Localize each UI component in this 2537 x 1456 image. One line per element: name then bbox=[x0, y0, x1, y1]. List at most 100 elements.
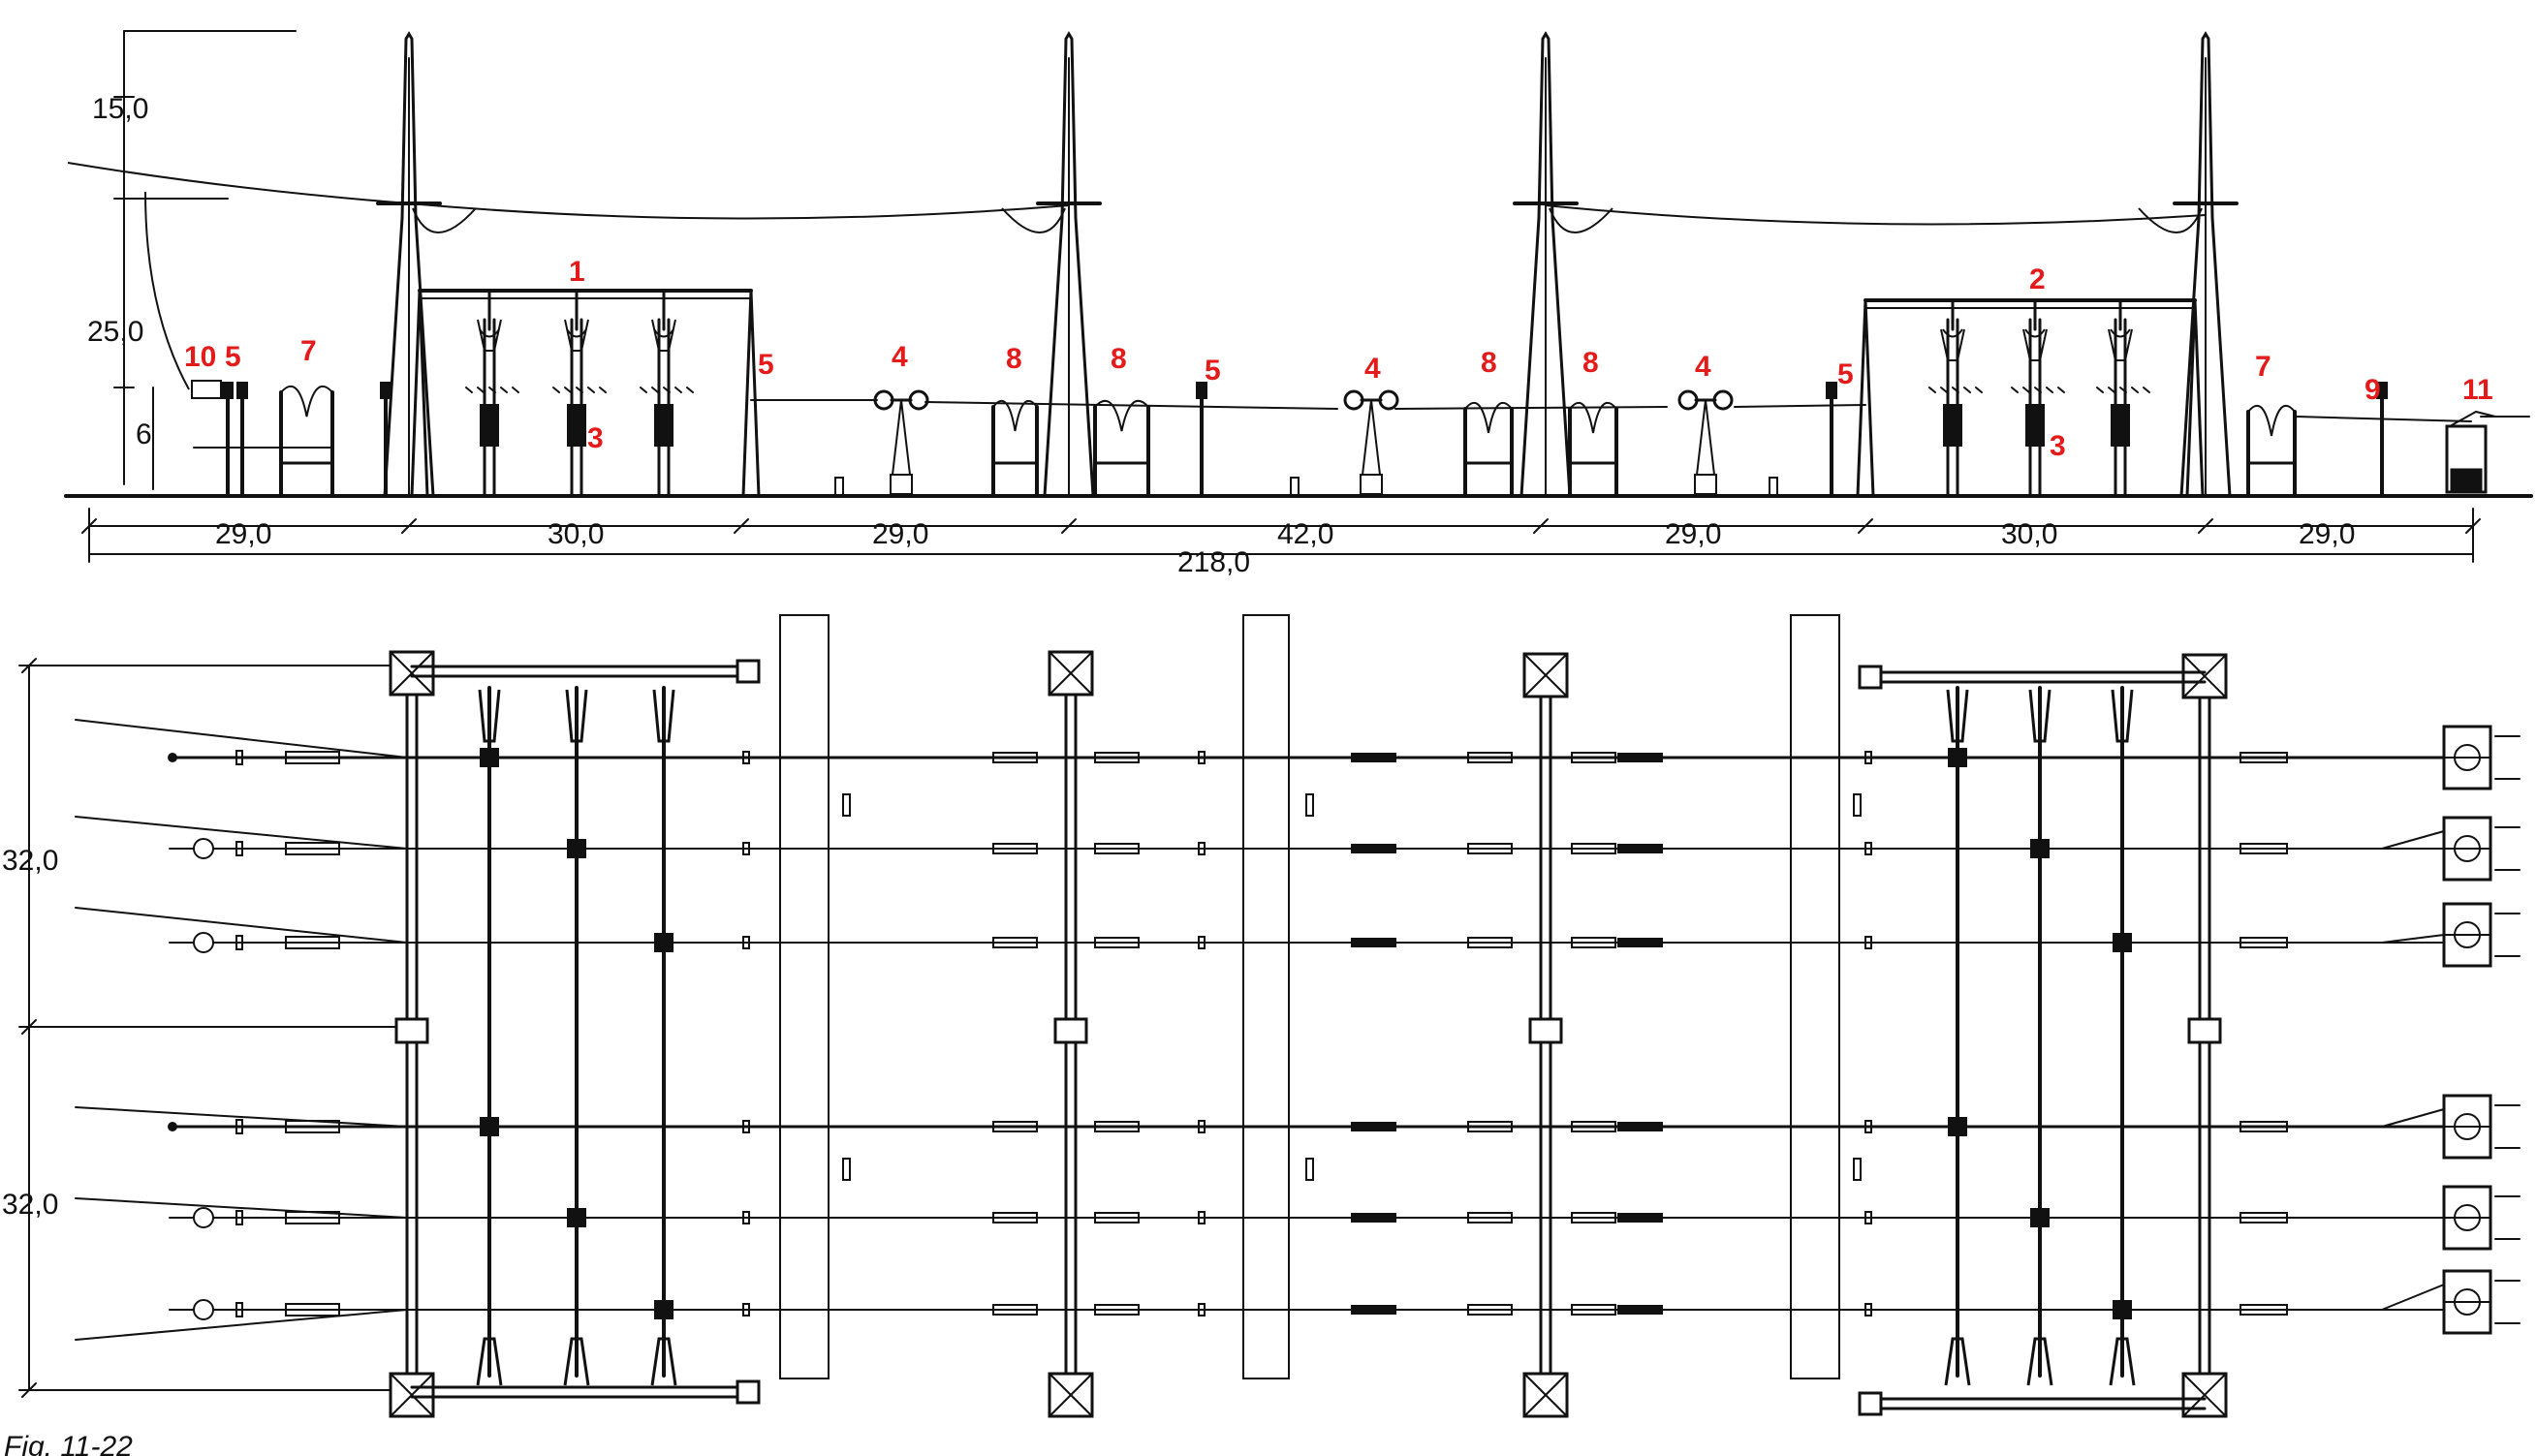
post-insulator-symbol bbox=[1198, 842, 1206, 855]
suspension-clamp bbox=[2108, 328, 2133, 361]
busbar-tap bbox=[480, 748, 499, 767]
busbar-clamp bbox=[479, 328, 500, 338]
portal-end-post bbox=[1858, 665, 1883, 690]
post-insulator-symbol bbox=[235, 1302, 243, 1317]
pantograph-spark bbox=[674, 387, 682, 393]
shield-wire bbox=[1545, 204, 2207, 226]
post-insulator-symbol bbox=[1864, 1120, 1872, 1133]
label-5: 5 bbox=[758, 349, 774, 381]
label-11: 11 bbox=[2462, 374, 2493, 406]
lattice-tower bbox=[1519, 31, 1572, 497]
busbar-fork-bottom bbox=[563, 1337, 590, 1386]
busbar-fork-top bbox=[565, 689, 588, 743]
post-insulator-cap bbox=[2376, 382, 2388, 399]
tower-midpoint bbox=[394, 1017, 429, 1044]
current-transformer-symbol bbox=[1467, 1121, 1513, 1132]
label-3: 3 bbox=[587, 422, 604, 454]
pantograph-spark bbox=[488, 387, 496, 393]
line-trap bbox=[191, 380, 222, 399]
shield-wire-arc bbox=[1001, 207, 1066, 233]
incoming-line bbox=[75, 719, 408, 759]
dimension-tick bbox=[21, 1019, 37, 1035]
pantograph-spark bbox=[500, 387, 508, 393]
incoming-line bbox=[75, 1197, 408, 1219]
busbar-fork-top bbox=[652, 689, 675, 743]
busbar-fork-top bbox=[1946, 689, 1969, 743]
cable-channel bbox=[1242, 614, 1290, 1379]
disconnector-support bbox=[891, 399, 912, 476]
current-transformer-symbol bbox=[1571, 843, 1616, 854]
current-transformer-bushing bbox=[1094, 400, 1149, 432]
transformer-connection bbox=[2381, 934, 2445, 944]
disconnector-support bbox=[1361, 399, 1382, 476]
post-insulator-symbol bbox=[235, 750, 243, 765]
plan-width-dimension-lower: 32,0 bbox=[2, 1189, 58, 1221]
apparatus-body bbox=[2025, 404, 2045, 447]
label-5: 5 bbox=[225, 341, 241, 373]
post-insulator-symbol bbox=[235, 1210, 243, 1225]
bay-spacing-4: 42,0 bbox=[1277, 518, 1333, 550]
busbar-tap bbox=[654, 1300, 673, 1319]
pantograph-spark bbox=[1928, 387, 1936, 393]
disconnector-contact bbox=[908, 389, 929, 411]
transformer-core bbox=[2454, 1204, 2481, 1231]
busbar-tap bbox=[480, 1117, 499, 1136]
pantograph-spark bbox=[2057, 387, 2065, 393]
transformer-core bbox=[2454, 1113, 2481, 1140]
pantograph-spark bbox=[1963, 387, 1971, 393]
lattice-tower bbox=[1043, 31, 1095, 497]
breaker-symbol bbox=[2239, 1212, 2288, 1224]
bay-spacing-5: 29,0 bbox=[1665, 518, 1721, 550]
suspension-clamp bbox=[564, 319, 589, 352]
transformer-core bbox=[2454, 744, 2481, 771]
busbar-tap bbox=[2113, 1300, 2132, 1319]
transformer-tank bbox=[2450, 468, 2483, 491]
pantograph-spark bbox=[1940, 387, 1948, 393]
busbar-clamp bbox=[653, 328, 674, 338]
breaker-symbol bbox=[2239, 937, 2288, 948]
breaker-symbol bbox=[2239, 752, 2288, 763]
current-transformer-symbol bbox=[1094, 1212, 1140, 1224]
pantograph-spark bbox=[512, 387, 519, 393]
current-transformer-symbol bbox=[992, 752, 1038, 763]
breaker-symbol bbox=[2239, 1304, 2288, 1316]
breaker-symbol bbox=[2239, 1121, 2288, 1132]
plan-width-dimension-upper: 32,0 bbox=[2, 845, 58, 877]
label-5: 5 bbox=[1205, 355, 1221, 387]
current-transformer-bushing bbox=[992, 400, 1038, 432]
dimension-tick bbox=[734, 518, 749, 534]
pantograph-spark bbox=[640, 387, 647, 393]
transformer-bushing bbox=[2449, 410, 2496, 427]
line-entry-drop bbox=[144, 191, 190, 390]
post-insulator-symbol bbox=[742, 1211, 750, 1224]
dimension-tick bbox=[1061, 518, 1077, 534]
pantograph-spark bbox=[2108, 387, 2115, 393]
disconnector-symbol bbox=[1617, 1305, 1663, 1315]
line-end-symbol bbox=[168, 753, 177, 762]
tower-foundation-cross bbox=[390, 1373, 434, 1417]
disconnector-symbol bbox=[1617, 1122, 1663, 1131]
tower-midpoint bbox=[1053, 1017, 1088, 1044]
tower-foundation-cross bbox=[2182, 654, 2227, 698]
current-transformer-symbol bbox=[992, 1304, 1038, 1316]
current-transformer-symbol bbox=[992, 843, 1038, 854]
post-insulator-symbol bbox=[1864, 751, 1872, 764]
busbar-fork-bottom bbox=[650, 1337, 677, 1386]
current-transformer-bushing bbox=[1464, 402, 1513, 434]
plan-view bbox=[18, 614, 2521, 1418]
portal-post bbox=[1856, 299, 1875, 497]
breaker-symbol bbox=[2239, 843, 2288, 854]
height-dimension-top: 15,0 bbox=[92, 93, 148, 125]
pantograph-spark bbox=[552, 387, 560, 393]
breaker-symbol bbox=[285, 1211, 340, 1224]
dimension-tick bbox=[21, 1382, 37, 1398]
cable-channel bbox=[779, 614, 830, 1379]
transformer-core bbox=[2454, 1288, 2481, 1316]
current-transformer-symbol bbox=[1094, 937, 1140, 948]
breaker-bay-bushing bbox=[2247, 405, 2296, 437]
busbar-fork-top bbox=[478, 689, 501, 743]
incoming-line bbox=[75, 816, 408, 850]
label-4: 4 bbox=[892, 341, 908, 373]
post-insulator-symbol bbox=[1198, 1211, 1206, 1224]
bay-spacing-6: 30,0 bbox=[2001, 518, 2057, 550]
